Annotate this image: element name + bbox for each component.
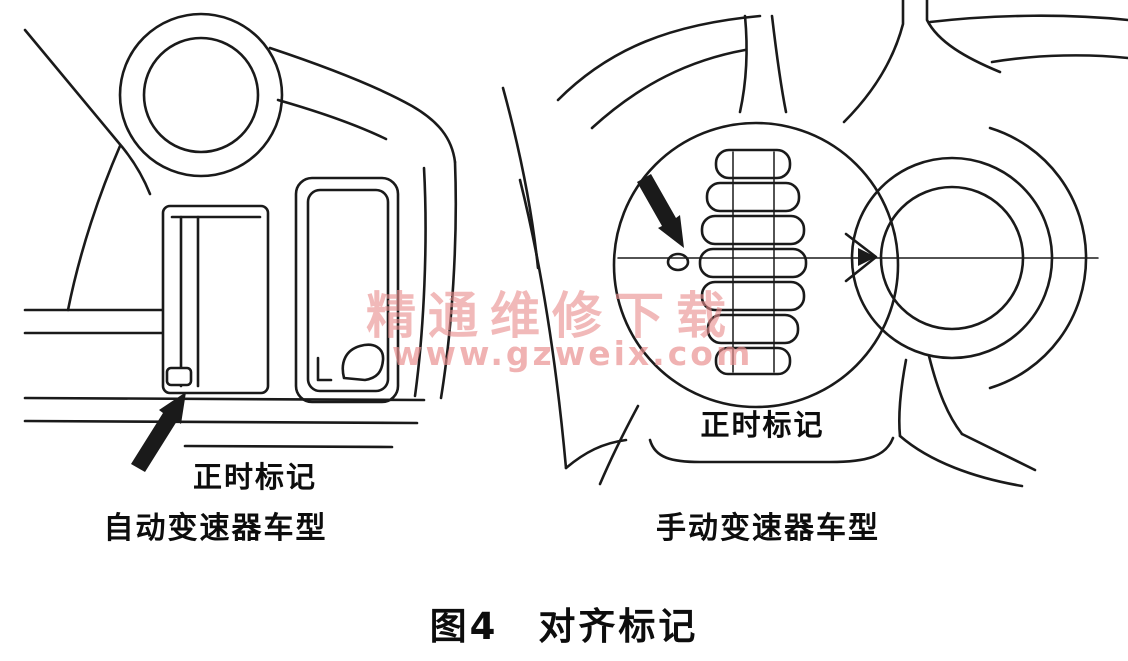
shaft-housing-arc <box>988 126 1088 390</box>
casing-arm-bottom <box>276 98 388 141</box>
inspection-rect-outer <box>294 176 400 404</box>
casing-edge <box>927 354 964 436</box>
shaft-inner-circle <box>879 185 1025 331</box>
casing-arm-top <box>268 46 457 164</box>
manual-transmission-drawing <box>501 0 1128 488</box>
casing-edge <box>990 54 1128 64</box>
casing-edge <box>23 28 152 196</box>
bottom-band-line <box>183 444 394 449</box>
inspection-rect-inner <box>306 188 390 393</box>
right-model-caption: 手动变速器车型 <box>656 511 880 546</box>
casing-edge <box>925 0 1002 74</box>
inspection-mark-small <box>316 356 333 382</box>
casing-edge <box>842 0 905 124</box>
housing-pointer-tip <box>858 248 876 266</box>
channel-left <box>413 166 427 398</box>
right-timing-mark-label: 正时标记 <box>700 408 825 442</box>
timing-mark-oval <box>666 252 690 272</box>
casing-edge <box>66 144 122 312</box>
inspection-hole-circle <box>612 121 900 409</box>
casing-edge <box>598 404 640 486</box>
label-bracket <box>648 436 895 464</box>
left-model-caption: 自动变速器车型 <box>103 511 328 546</box>
flywheel-ring-gear <box>698 148 808 376</box>
valve-body-rect <box>161 204 270 395</box>
casing-neck <box>738 14 748 114</box>
casing-curve <box>556 14 762 102</box>
casing-edge <box>960 432 1037 472</box>
casing-curve <box>590 48 747 130</box>
shaft-outer-circle <box>850 156 1054 360</box>
pulley-outer-circle <box>118 12 284 178</box>
bottom-band-line <box>23 419 419 425</box>
figure-caption: 图4 对齐标记 <box>429 605 699 648</box>
casing-edge <box>897 358 908 438</box>
auto-transmission-drawing <box>23 12 458 472</box>
timing-mark-square <box>165 366 193 387</box>
left-timing-mark-label: 正时标记 <box>192 460 317 494</box>
casing-edge <box>518 178 568 470</box>
pulley-inner-circle <box>142 36 260 154</box>
inspection-mark-blob <box>341 343 385 382</box>
casing-edge <box>898 434 1024 488</box>
casing-edge <box>928 14 1128 24</box>
timing-mark-arrow-right <box>637 174 684 248</box>
timing-mark-arrow-left <box>131 392 186 472</box>
channel-right <box>439 160 458 400</box>
bottom-band-line <box>23 396 426 402</box>
casing-neck <box>770 14 788 114</box>
